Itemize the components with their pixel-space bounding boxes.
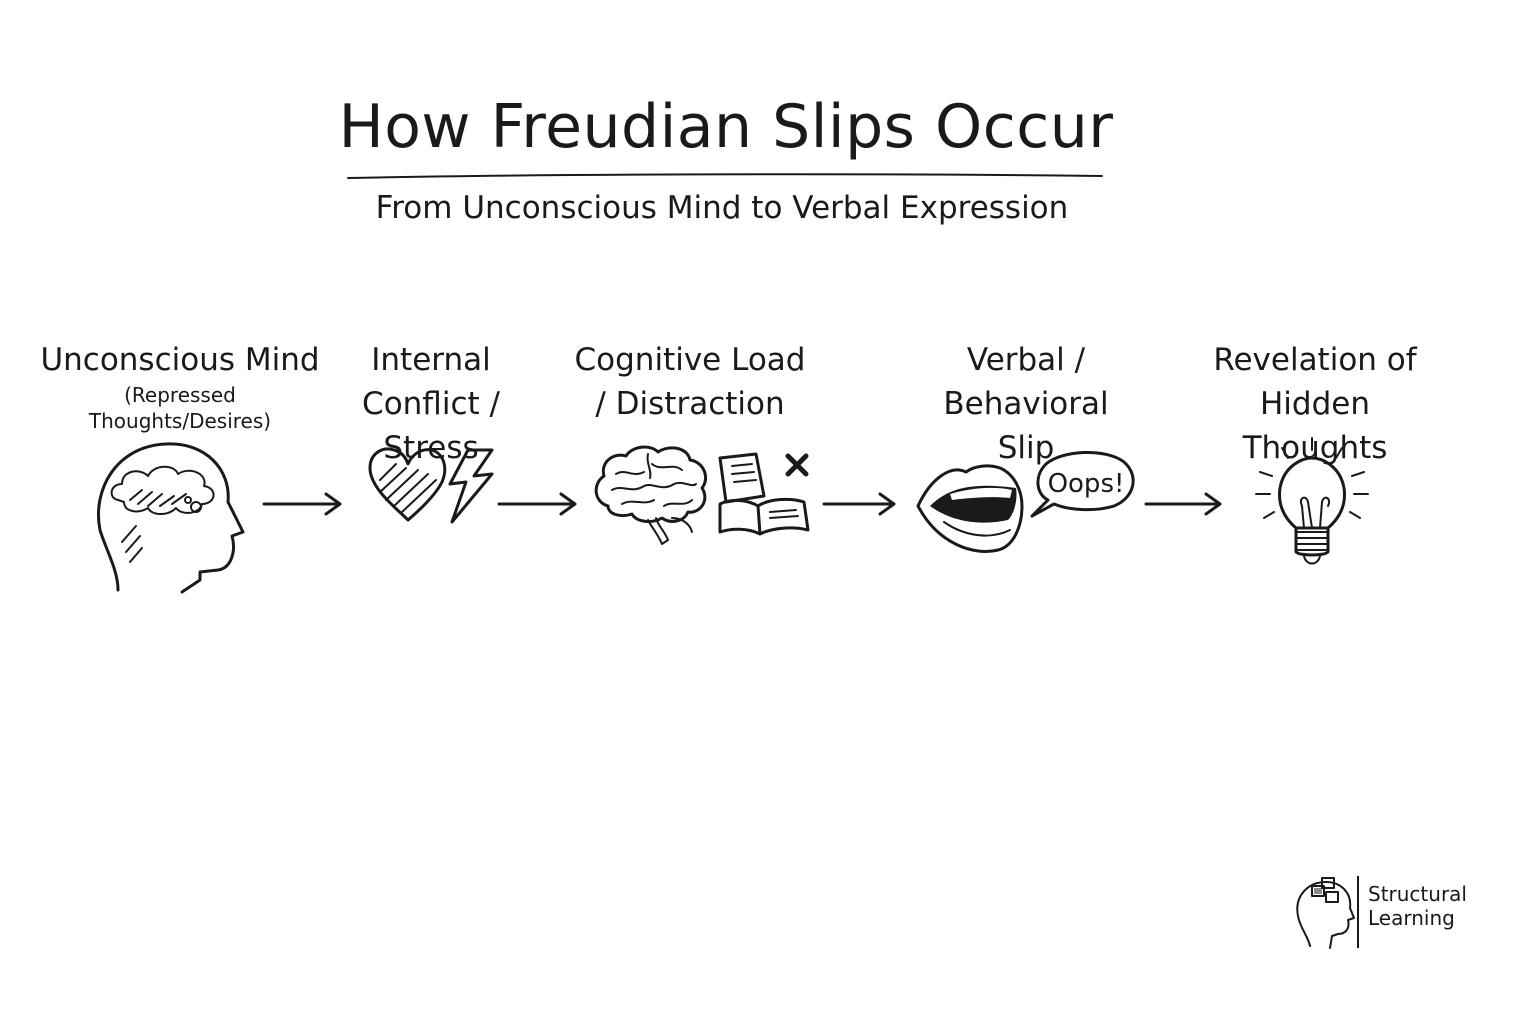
diagram-title: How Freudian Slips Occur	[338, 92, 1114, 162]
diagram-subtitle: From Unconscious Mind to Verbal Expressi…	[375, 190, 1069, 226]
speech-bubble-icon: Oops!	[1030, 451, 1135, 518]
speech-bubble-text: Oops!	[1048, 469, 1125, 499]
lightbulb-icon	[1255, 437, 1369, 565]
logo-text-line1: Structural	[1368, 882, 1467, 906]
title-underline	[347, 173, 1103, 179]
stage-label-verbal-slip: Verbal / Behavioral Slip	[886, 338, 1166, 470]
stage-5-title-line2: Hidden Thoughts	[1242, 386, 1388, 466]
flow-arrow-1	[262, 492, 342, 516]
stage-5-title-line1: Revelation of	[1213, 342, 1417, 378]
heart-lightning-icon	[368, 447, 494, 524]
stage-4-title-line1: Verbal / Behavioral	[943, 342, 1109, 422]
structural-learning-logo: Structural Learning	[1292, 872, 1472, 952]
flow-arrow-4	[1144, 492, 1222, 516]
logo-text-line2: Learning	[1368, 906, 1455, 930]
stage-label-cognitive-load: Cognitive Load / Distraction	[570, 338, 810, 426]
flow-arrow-2	[497, 492, 577, 516]
brain-book-icon	[594, 445, 810, 545]
stage-3-title-line1: Cognitive Load	[574, 342, 806, 378]
mouth-icon	[916, 464, 1024, 553]
stage-2-title-line1: Internal	[371, 342, 491, 378]
stage-1-title: Unconscious Mind	[40, 342, 320, 378]
logo-head-puzzle-icon	[1296, 876, 1359, 949]
stage-3-title-line2: / Distraction	[595, 386, 785, 422]
head-with-thought-cloud-icon	[97, 442, 245, 594]
stage-label-revelation: Revelation of Hidden Thoughts	[1190, 338, 1440, 470]
logo-text: Structural Learning	[1368, 882, 1467, 930]
stage-1-subtitle: (Repressed Thoughts/Desires)	[88, 383, 272, 433]
flow-arrow-3	[822, 492, 896, 516]
stage-label-unconscious-mind: Unconscious Mind (Repressed Thoughts/Des…	[30, 338, 330, 434]
stage-4-title-line2: Slip	[997, 430, 1055, 466]
